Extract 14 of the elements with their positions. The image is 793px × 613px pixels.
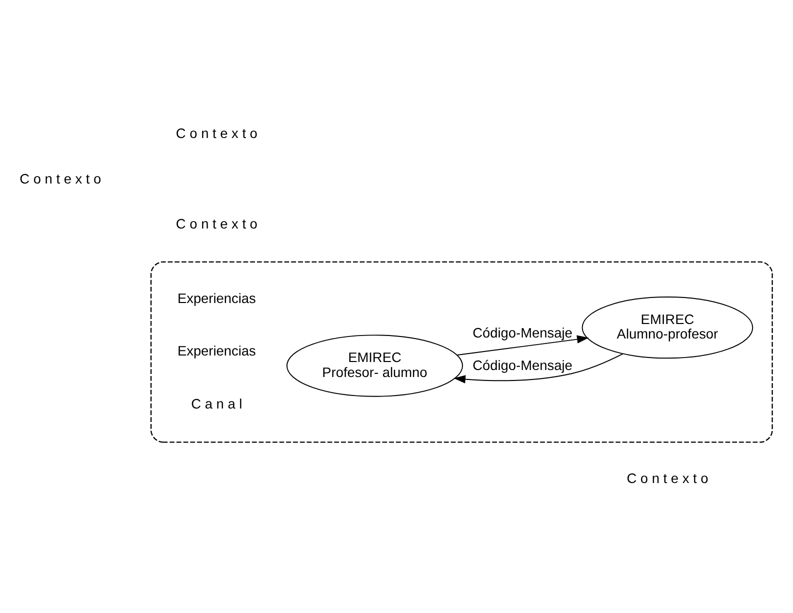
- label: Experiencias: [177, 290, 256, 306]
- label: C a n a l: [191, 396, 242, 412]
- node-ellipse: EMIREC Alumno-profesor: [582, 296, 754, 358]
- label: C o n t e x t o: [20, 170, 102, 186]
- arrow: [454, 352, 624, 383]
- arrow: [457, 334, 589, 356]
- label: Experiencias: [177, 343, 256, 358]
- edge-label: Código-Mensaje: [472, 325, 572, 340]
- label: C o n t e x t o: [176, 216, 258, 231]
- edge-label: Código-Mensaje: [472, 357, 572, 372]
- cluster: [150, 260, 773, 442]
- node-ellipse: EMIREC Profesor- alumno: [286, 334, 464, 396]
- label: C o n t e x t o: [176, 126, 258, 141]
- label: C o n t e x t o: [626, 470, 708, 486]
